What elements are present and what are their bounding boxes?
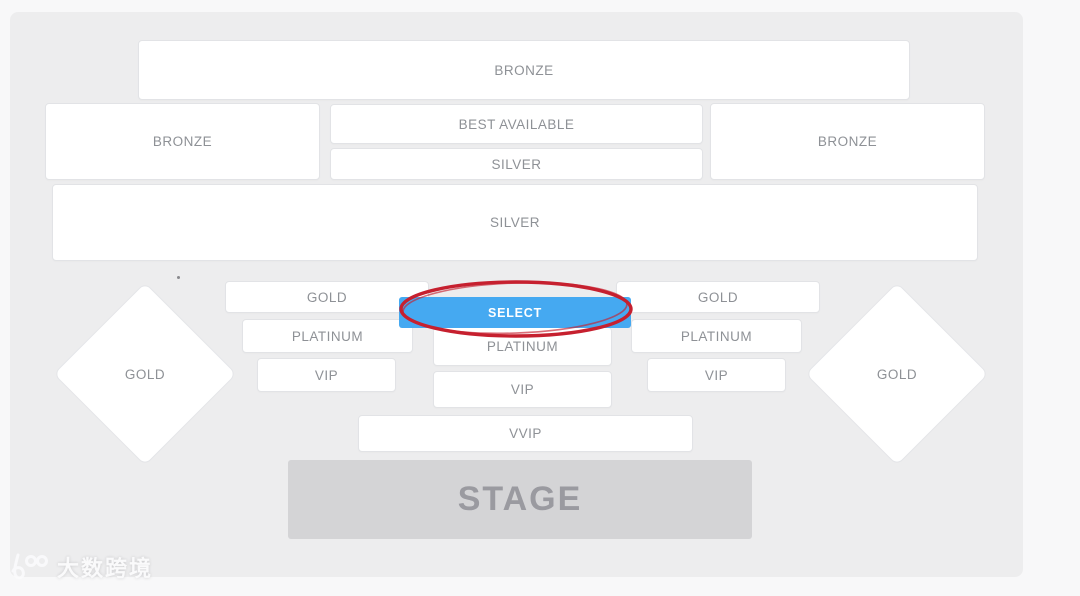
section-silver-upper[interactable]: SILVER <box>330 148 703 180</box>
section-vip-center[interactable]: VIP <box>433 371 612 408</box>
section-label: GOLD <box>124 366 166 382</box>
section-label: GOLD <box>306 289 348 305</box>
section-platinum-left[interactable]: PLATINUM <box>242 319 413 353</box>
section-label: BEST AVAILABLE <box>458 116 575 132</box>
section-label: VIP <box>704 367 729 383</box>
section-gold-left[interactable]: GOLD <box>225 281 429 313</box>
stage-block: STAGE <box>288 460 752 539</box>
section-label: BRONZE <box>494 62 554 78</box>
section-platinum-right[interactable]: PLATINUM <box>631 319 802 353</box>
section-label: PLATINUM <box>291 328 364 344</box>
select-button[interactable]: SELECT <box>399 297 631 328</box>
section-label: VIP <box>314 367 339 383</box>
section-label: PLATINUM <box>680 328 753 344</box>
section-label: PLATINUM <box>486 339 559 354</box>
section-label: GOLD <box>876 366 918 382</box>
section-bronze-right[interactable]: BRONZE <box>710 103 985 180</box>
section-vip-right[interactable]: VIP <box>647 358 786 392</box>
section-bronze-top[interactable]: BRONZE <box>138 40 910 100</box>
section-silver-main[interactable]: SILVER <box>52 184 978 261</box>
section-vvip[interactable]: VVIP <box>358 415 693 452</box>
section-label: BRONZE <box>152 134 213 149</box>
section-gold-right[interactable]: GOLD <box>616 281 820 313</box>
section-platinum-center[interactable]: PLATINUM <box>433 327 612 366</box>
section-label: SILVER <box>489 215 541 230</box>
section-label: GOLD <box>697 289 739 305</box>
section-label: VIP <box>510 382 535 397</box>
stage-label: STAGE <box>457 480 583 518</box>
speck-artifact <box>177 276 180 279</box>
section-label: VVIP <box>509 426 542 441</box>
section-vip-left[interactable]: VIP <box>257 358 396 392</box>
section-label: BRONZE <box>817 134 878 149</box>
watermark-text: 大数跨境 <box>57 556 154 581</box>
section-best-available[interactable]: BEST AVAILABLE <box>330 104 703 144</box>
section-bronze-left[interactable]: BRONZE <box>45 103 320 180</box>
section-label: SILVER <box>491 156 542 172</box>
watermark-logo-icon <box>11 553 48 580</box>
watermark: 大数跨境 <box>8 551 153 583</box>
